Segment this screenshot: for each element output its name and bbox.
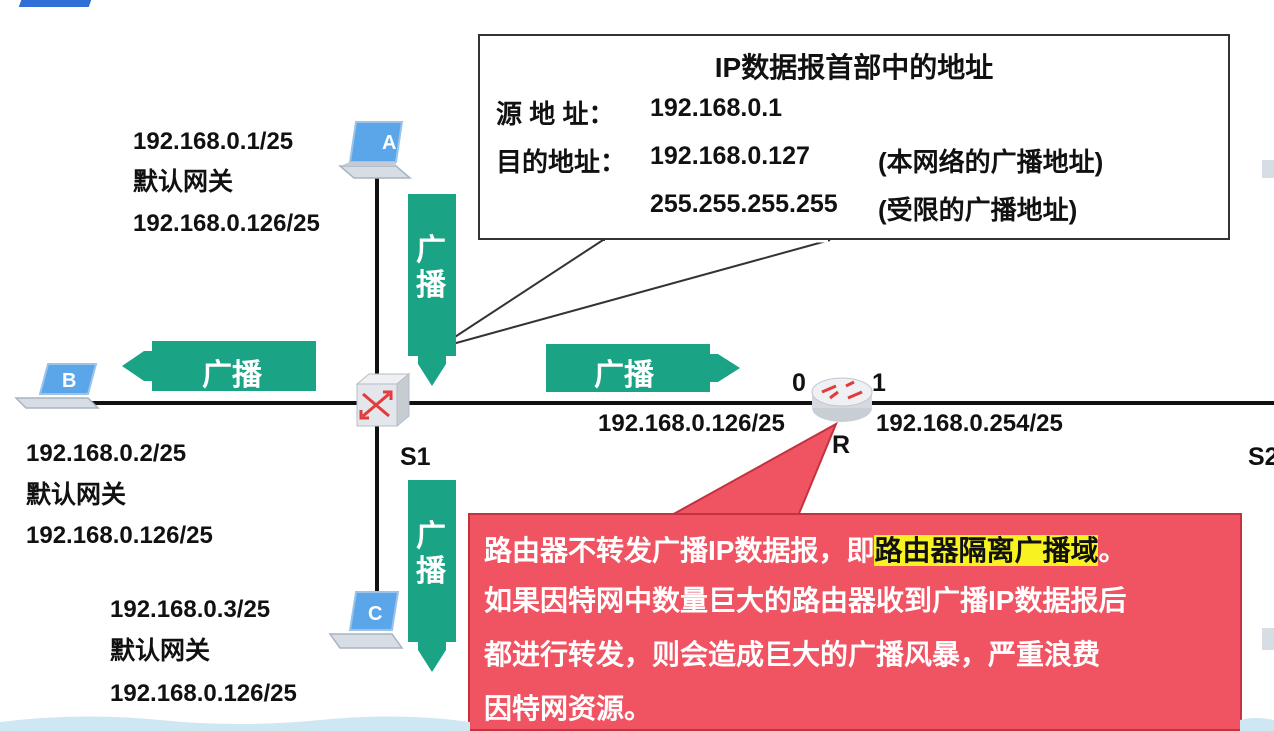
note-line-1-end: 。 [1098,535,1127,566]
dest-address-value-2: 255.255.255.255 [650,190,838,218]
host-b-gateway-label: 默认网关 [26,481,127,509]
router-icon [811,377,873,422]
laptop-icon [328,591,404,649]
bottom-wave-decoration [0,716,1274,731]
dest-address-value-1: 192.168.0.127 [650,142,810,170]
note-line-1: 路由器不转发广播IP数据报，即路由器隔离广播域。 [484,529,1127,569]
dest-address-label: 目的地址： [496,147,627,177]
host-a-gateway-label: 默认网关 [133,168,234,196]
host-c-letter: C [368,603,383,625]
router-broadcast-note: 路由器不转发广播IP数据报，即路由器隔离广播域。 如果因特网中数量巨大的路由器收… [468,513,1242,731]
switch-icon [355,372,411,428]
router-port1-ip: 192.168.0.254/25 [876,410,1063,437]
host-b-gateway: 192.168.0.126/25 [26,522,213,549]
laptop-icon [14,363,100,409]
host-c-ip: 192.168.0.3/25 [110,596,271,623]
router-port0-ip: 192.168.0.126/25 [598,410,785,437]
note-highlight: 路由器隔离广播域 [874,535,1099,566]
right-edge-device-bottom [1262,628,1274,650]
ip-header-address-callout: IP数据报首部中的地址 源 地 址： 192.168.0.1 目的地址： 192… [478,34,1230,240]
dest-address-note-1: (本网络的广播地址) [878,147,1104,177]
router-port-0: 0 [792,369,806,397]
broadcast-arrow-down-lower [408,480,456,672]
host-a-gateway: 192.168.0.126/25 [133,210,320,237]
router-label: R [832,431,851,459]
broadcast-arrow-right [546,344,740,392]
broadcast-label-right: 广播 [594,359,654,392]
note-line-4: 因特网资源。 [484,693,653,724]
host-a-ip: 192.168.0.1/25 [133,128,294,155]
host-b-letter: B [62,370,77,392]
note-callout-pointer [666,421,839,517]
note-line-2: 如果因特网中数量巨大的路由器收到广播IP数据报后 [484,585,1127,616]
broadcast-arrow-down-upper [408,194,456,386]
main-network-line [46,401,1274,405]
router-port-1: 1 [872,369,886,397]
broadcast-label-vertical-lower: 广 播 [416,520,446,588]
link-s1-c [375,420,379,610]
host-b-ip: 192.168.0.2/25 [26,440,187,467]
broadcast-label-left: 广播 [202,359,262,392]
note-line-3: 都进行转发，则会造成巨大的广播风暴，严重浪费 [484,639,1101,670]
note-line-1-text: 路由器不转发广播IP数据报，即 [484,535,875,566]
switch-s1-label: S1 [400,443,431,471]
right-edge-device-top [1262,160,1274,178]
switch-s2-label: S2 [1248,443,1274,471]
source-address-label: 源 地 址： [496,99,615,129]
link-a-s1 [375,172,379,390]
broadcast-arrow-left [122,341,316,391]
source-address-value: 192.168.0.1 [650,94,783,122]
host-a-letter: A [382,132,397,154]
corner-tab [18,0,92,7]
callout-title: IP数据报首部中的地址 [714,52,994,83]
dest-address-note-2: (受限的广播地址) [878,195,1078,225]
host-c-gateway-label: 默认网关 [110,637,211,665]
host-c-gateway: 192.168.0.126/25 [110,680,297,707]
broadcast-label-vertical-upper: 广 播 [416,234,446,302]
laptop-icon [337,121,413,179]
info-callout-pointer [437,237,831,349]
